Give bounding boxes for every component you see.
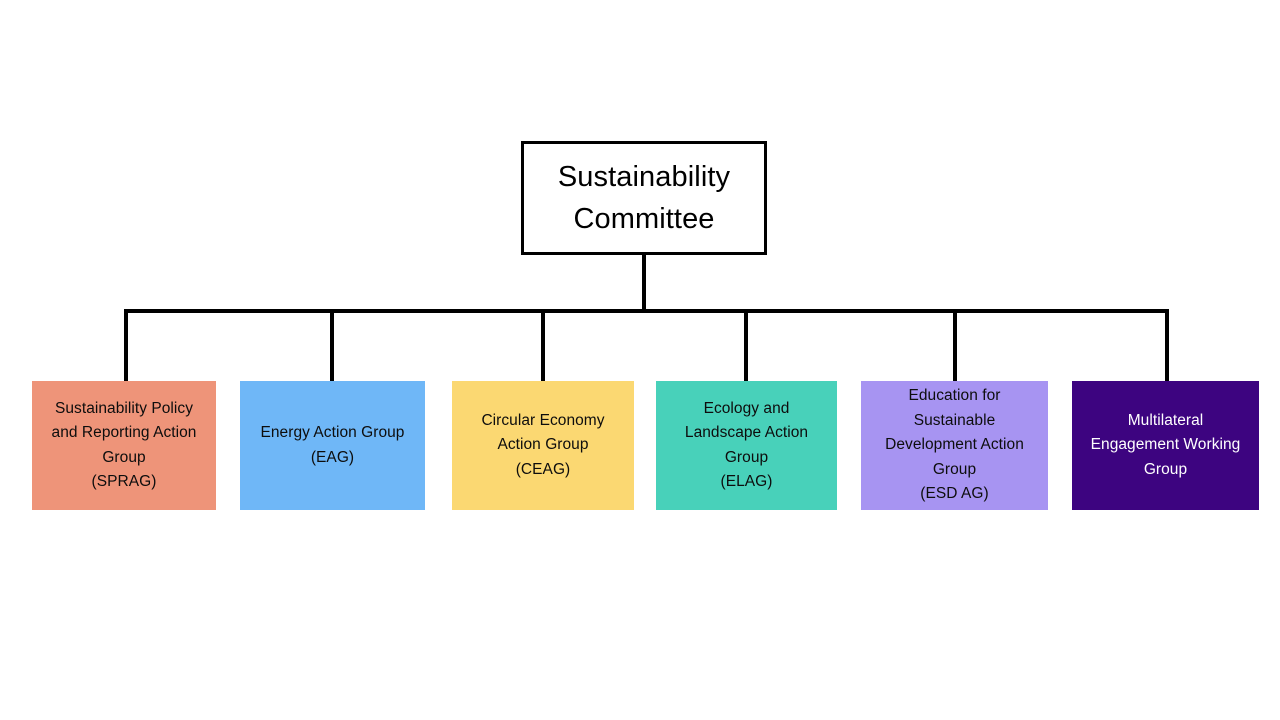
- node-eag[interactable]: Energy Action Group (EAG): [240, 381, 425, 510]
- connector-drop-2: [330, 309, 334, 383]
- node-sustainability-committee[interactable]: Sustainability Committee: [521, 141, 767, 255]
- node-label-elag: Ecology and Landscape Action Group (ELAG…: [684, 399, 809, 490]
- node-elag[interactable]: Ecology and Landscape Action Group (ELAG…: [656, 381, 837, 510]
- node-label-eag: Energy Action Group (EAG): [260, 424, 405, 466]
- node-multilateral-engagement-working-group[interactable]: Multilateral Engagement Working Group: [1072, 381, 1259, 510]
- node-label-sprag: Sustainability Policy and Reporting Acti…: [51, 399, 197, 490]
- node-sprag[interactable]: Sustainability Policy and Reporting Acti…: [32, 381, 216, 510]
- node-label-ceag: Circular Economy Action Group (CEAG): [481, 411, 605, 478]
- connector-drop-6: [1165, 309, 1169, 383]
- node-label-esd-ag: Education for Sustainable Development Ac…: [885, 387, 1024, 503]
- node-esd-ag[interactable]: Education for Sustainable Development Ac…: [861, 381, 1048, 510]
- node-ceag[interactable]: Circular Economy Action Group (CEAG): [452, 381, 634, 510]
- connector-horizontal-bus: [124, 309, 1169, 313]
- connector-drop-5: [953, 309, 957, 383]
- connector-drop-3: [541, 309, 545, 383]
- node-label-multilateral-engagement-working-group: Multilateral Engagement Working Group: [1090, 411, 1241, 478]
- connector-drop-4: [744, 309, 748, 383]
- connector-root-stem: [642, 255, 646, 313]
- connector-drop-1: [124, 309, 128, 383]
- node-label-root: Sustainability Committee: [557, 160, 731, 235]
